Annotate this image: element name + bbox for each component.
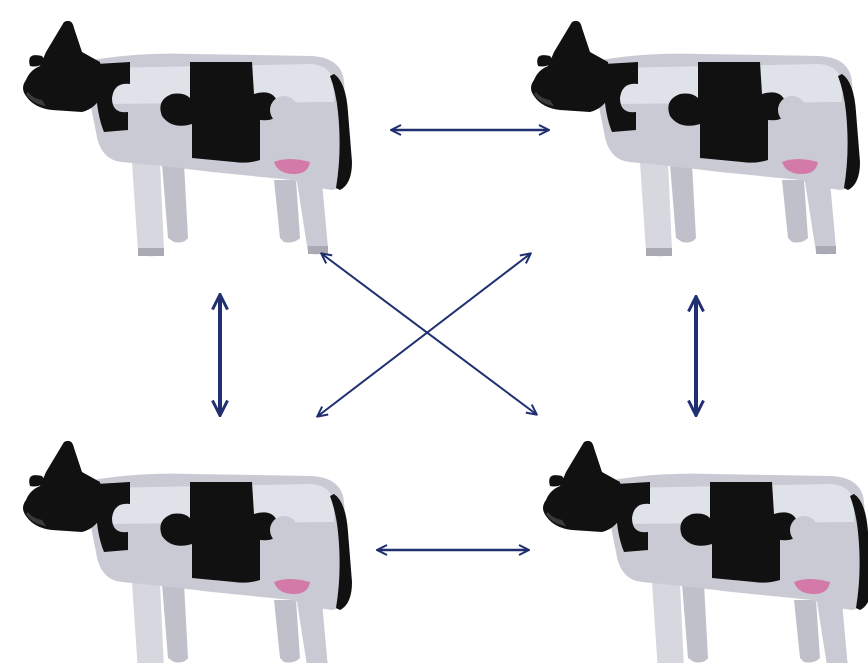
- cow-bottom-right: [543, 440, 868, 663]
- cow-bottom-left: [23, 440, 352, 663]
- arrow-diagonal-up: [318, 254, 530, 416]
- arrow-diagonal-down: [322, 254, 536, 414]
- cow-top-right: [531, 20, 860, 257]
- cow-top-left: [23, 20, 352, 257]
